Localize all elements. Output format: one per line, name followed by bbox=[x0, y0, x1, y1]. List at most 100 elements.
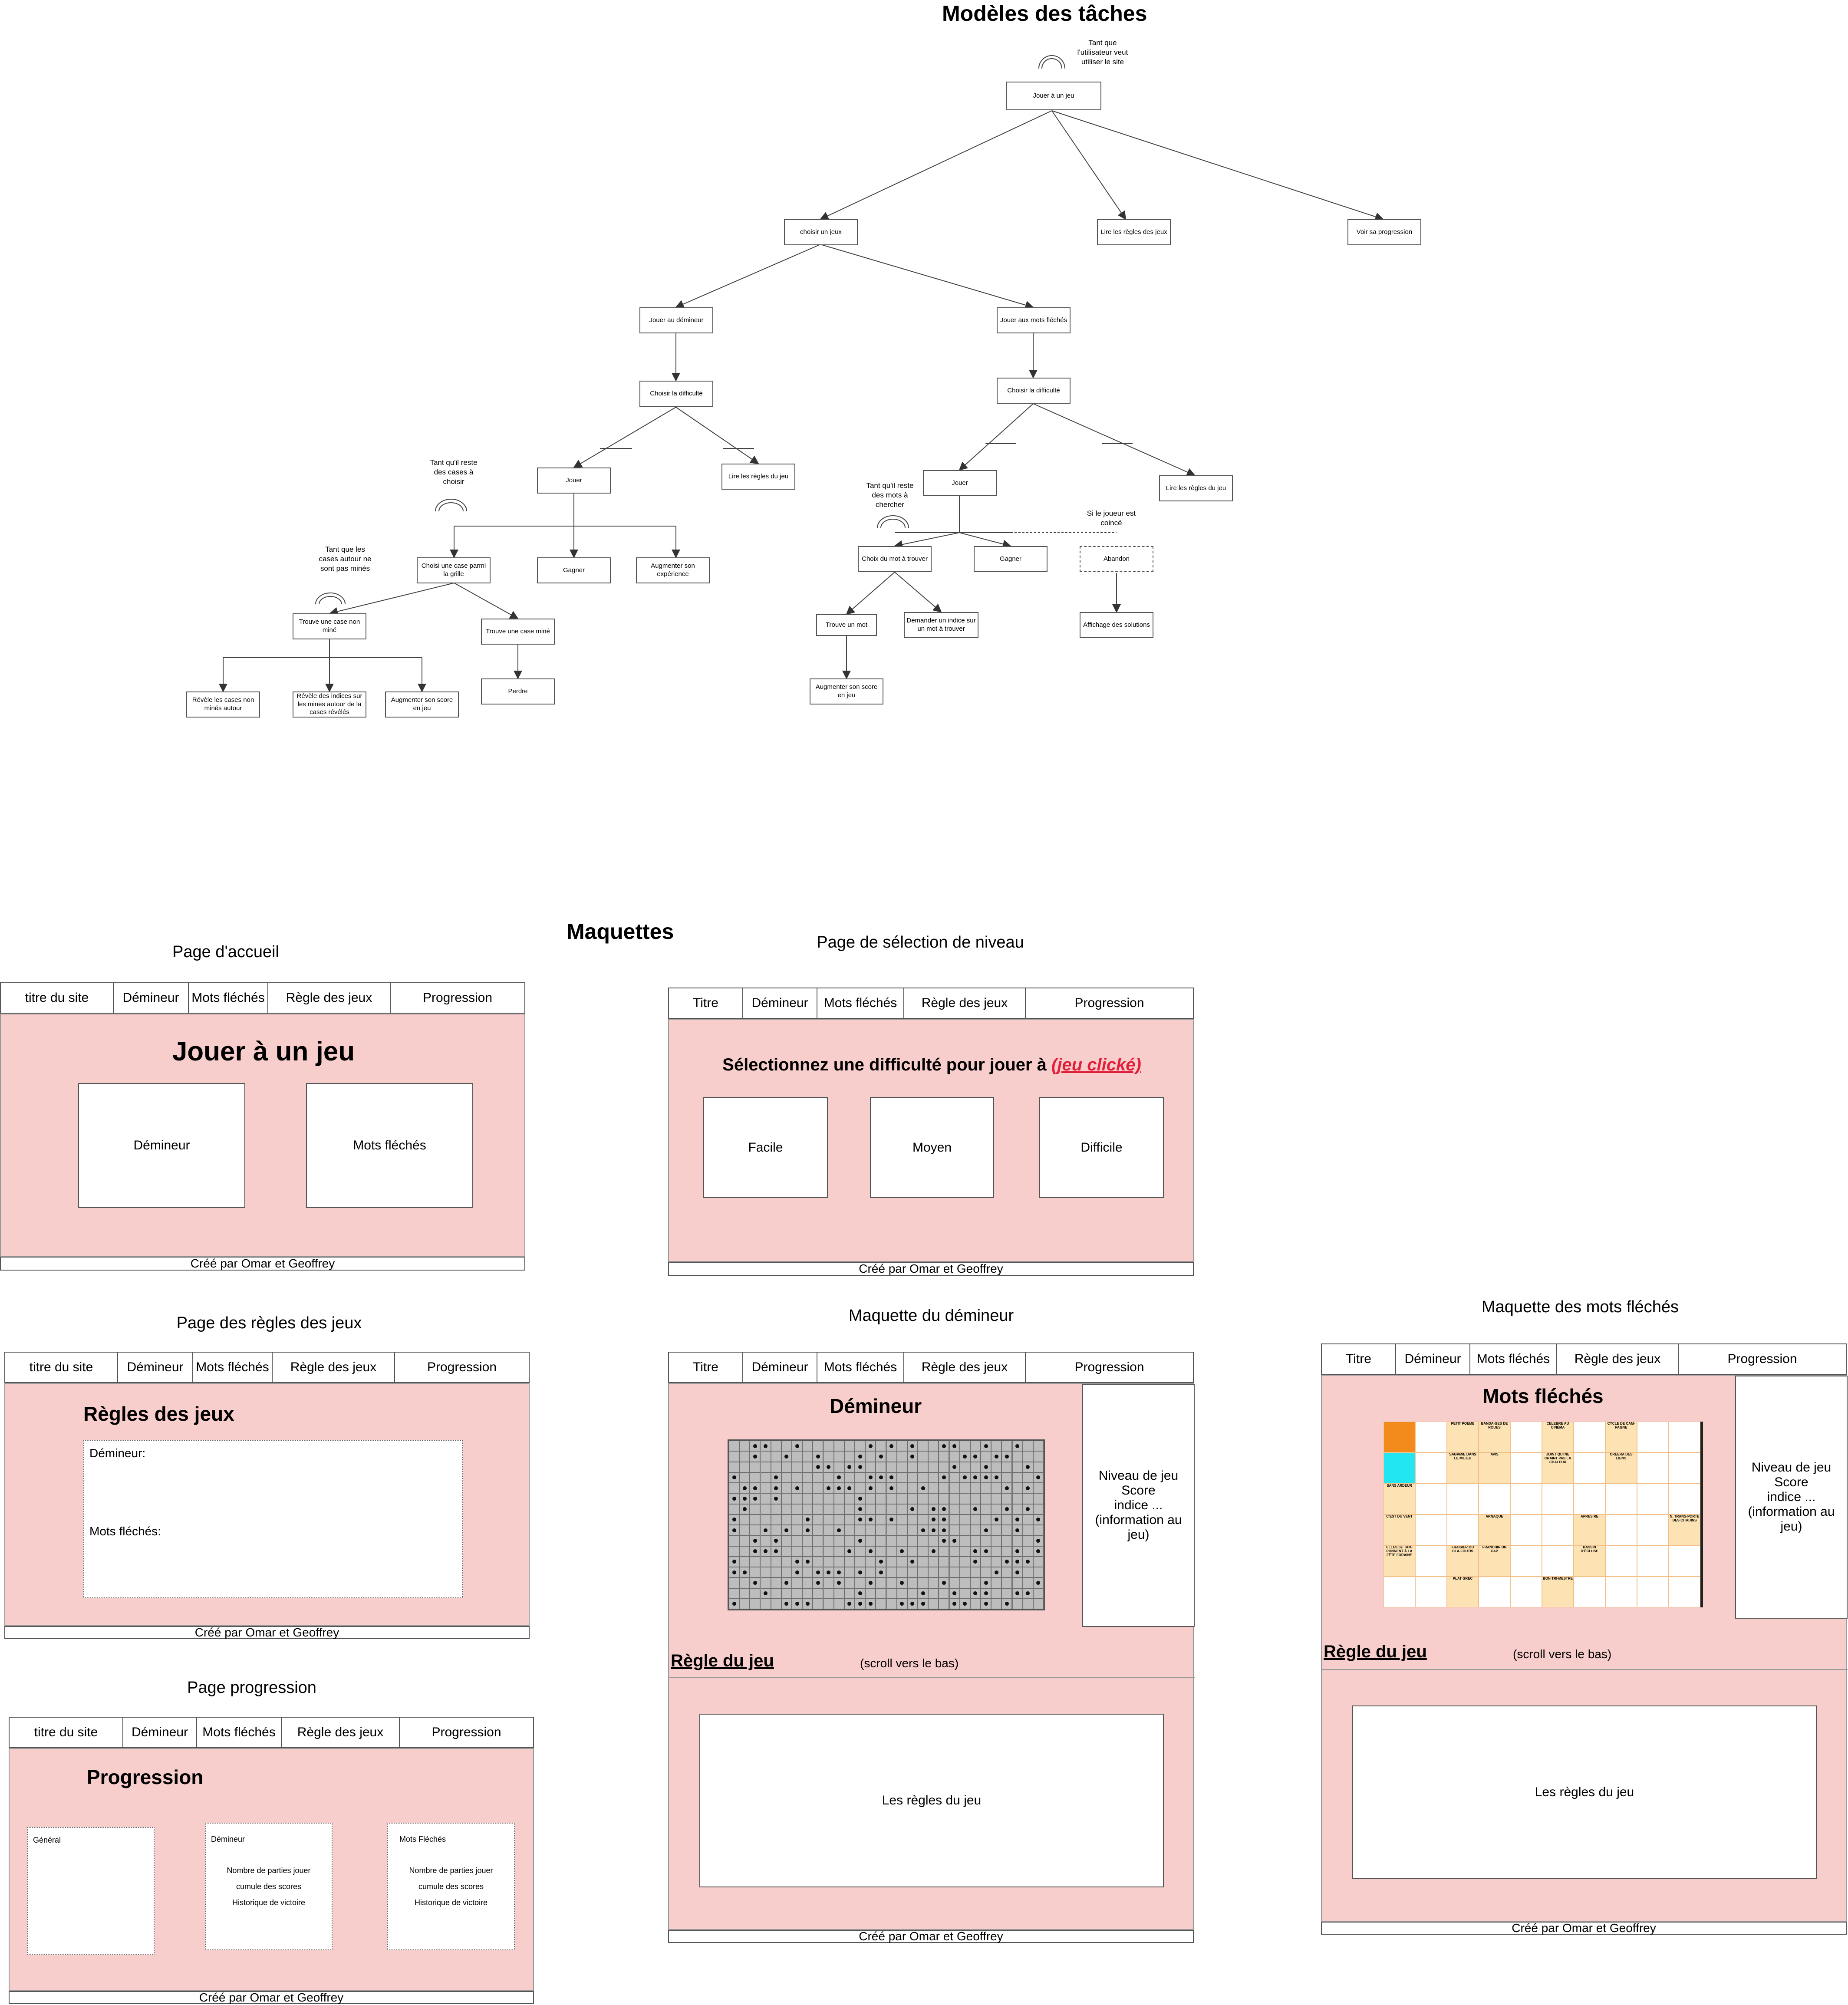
crossword-cell[interactable] bbox=[1384, 1576, 1415, 1607]
mine-cell[interactable] bbox=[855, 1525, 866, 1536]
mine-cell[interactable] bbox=[896, 1577, 907, 1588]
mine-cell[interactable] bbox=[865, 1472, 876, 1483]
mine-cell[interactable] bbox=[981, 1567, 992, 1578]
mine-cell[interactable] bbox=[896, 1493, 907, 1504]
mine-cell[interactable] bbox=[1012, 1588, 1023, 1599]
mine-cell[interactable] bbox=[813, 1588, 824, 1599]
mine-cell[interactable] bbox=[792, 1493, 803, 1504]
crossword-cell[interactable] bbox=[1637, 1483, 1669, 1514]
mine-cell[interactable] bbox=[1001, 1441, 1012, 1452]
mine-cell[interactable] bbox=[886, 1546, 897, 1557]
mine-cell[interactable] bbox=[781, 1588, 792, 1599]
mine-cell[interactable] bbox=[981, 1462, 992, 1472]
mine-cell[interactable] bbox=[802, 1598, 813, 1609]
mine-cell[interactable] bbox=[760, 1598, 771, 1609]
mine-cell[interactable] bbox=[844, 1546, 855, 1557]
nav-progress[interactable]: Progression bbox=[1727, 1352, 1797, 1366]
mine-cell[interactable] bbox=[991, 1483, 1002, 1494]
mine-cell[interactable] bbox=[1012, 1577, 1023, 1588]
mine-cell[interactable] bbox=[981, 1483, 992, 1494]
mine-cell[interactable] bbox=[1022, 1493, 1033, 1504]
mine-cell[interactable] bbox=[928, 1514, 939, 1525]
nav-minesweeper[interactable]: Démineur bbox=[114, 983, 189, 1013]
mine-cell[interactable] bbox=[1022, 1535, 1033, 1546]
mine-cell[interactable] bbox=[833, 1535, 844, 1546]
nav-progress[interactable]: Progression bbox=[1074, 1360, 1144, 1374]
mine-cell[interactable] bbox=[959, 1451, 970, 1462]
mine-cell[interactable] bbox=[771, 1483, 781, 1494]
mine-cell[interactable] bbox=[865, 1504, 876, 1514]
mine-cell[interactable] bbox=[855, 1514, 866, 1525]
crossword-cell[interactable] bbox=[1415, 1576, 1447, 1607]
mine-cell[interactable] bbox=[760, 1577, 771, 1588]
nav-title[interactable]: Titre bbox=[669, 1353, 743, 1382]
mine-cell[interactable] bbox=[792, 1556, 803, 1567]
mine-cell[interactable] bbox=[771, 1598, 781, 1609]
mine-cell[interactable] bbox=[823, 1546, 834, 1557]
mine-cell[interactable] bbox=[1001, 1567, 1012, 1578]
mine-cell[interactable] bbox=[823, 1525, 834, 1536]
mine-cell[interactable] bbox=[981, 1546, 992, 1557]
mine-cell[interactable] bbox=[1022, 1588, 1033, 1599]
mine-cell[interactable] bbox=[876, 1504, 886, 1514]
mine-cell[interactable] bbox=[802, 1483, 813, 1494]
mine-cell[interactable] bbox=[907, 1556, 918, 1567]
mine-cell[interactable] bbox=[1001, 1483, 1012, 1494]
nav-minesweeper[interactable]: Démineur bbox=[743, 1353, 817, 1382]
mine-cell[interactable] bbox=[823, 1556, 834, 1567]
mine-cell[interactable] bbox=[813, 1472, 824, 1483]
mine-cell[interactable] bbox=[949, 1535, 960, 1546]
mine-cell[interactable] bbox=[959, 1441, 970, 1452]
nav-crossword[interactable]: Mots fléchés bbox=[197, 1718, 282, 1747]
mine-cell[interactable] bbox=[760, 1472, 771, 1483]
mine-cell[interactable] bbox=[865, 1598, 876, 1609]
mine-cell[interactable] bbox=[823, 1598, 834, 1609]
mine-cell[interactable] bbox=[970, 1546, 981, 1557]
mine-cell[interactable] bbox=[771, 1588, 781, 1599]
mine-cell[interactable] bbox=[1001, 1472, 1012, 1483]
mine-cell[interactable] bbox=[750, 1598, 761, 1609]
mine-cell[interactable] bbox=[792, 1504, 803, 1514]
mine-cell[interactable] bbox=[939, 1577, 949, 1588]
mine-cell[interactable] bbox=[991, 1451, 1002, 1462]
mine-cell[interactable] bbox=[959, 1493, 970, 1504]
mine-cell[interactable] bbox=[1033, 1546, 1044, 1557]
mine-cell[interactable] bbox=[918, 1577, 929, 1588]
mine-cell[interactable] bbox=[939, 1441, 949, 1452]
mine-cell[interactable] bbox=[981, 1514, 992, 1525]
mine-cell[interactable] bbox=[750, 1462, 761, 1472]
mine-cell[interactable] bbox=[981, 1598, 992, 1609]
mine-cell[interactable] bbox=[813, 1493, 824, 1504]
mine-cell[interactable] bbox=[855, 1577, 866, 1588]
mine-cell[interactable] bbox=[918, 1514, 929, 1525]
mine-cell[interactable] bbox=[907, 1567, 918, 1578]
mine-cell[interactable] bbox=[865, 1546, 876, 1557]
mine-cell[interactable] bbox=[823, 1441, 834, 1452]
mine-cell[interactable] bbox=[750, 1504, 761, 1514]
mine-cell[interactable] bbox=[1001, 1514, 1012, 1525]
crossword-cell[interactable] bbox=[1510, 1483, 1542, 1514]
mine-cell[interactable] bbox=[928, 1598, 939, 1609]
nav-site-title[interactable]: titre du site bbox=[10, 1718, 123, 1747]
mine-cell[interactable] bbox=[907, 1598, 918, 1609]
mine-cell[interactable] bbox=[739, 1525, 750, 1536]
mine-cell[interactable] bbox=[802, 1472, 813, 1483]
mine-cell[interactable] bbox=[1012, 1514, 1023, 1525]
mine-cell[interactable] bbox=[918, 1598, 929, 1609]
mine-cell[interactable] bbox=[886, 1462, 897, 1472]
mine-cell[interactable] bbox=[781, 1514, 792, 1525]
mine-cell[interactable] bbox=[823, 1504, 834, 1514]
mine-cell[interactable] bbox=[1012, 1535, 1023, 1546]
mine-cell[interactable] bbox=[970, 1598, 981, 1609]
mine-cell[interactable] bbox=[813, 1504, 824, 1514]
mine-cell[interactable] bbox=[781, 1535, 792, 1546]
mine-cell[interactable] bbox=[928, 1525, 939, 1536]
mine-cell[interactable] bbox=[981, 1441, 992, 1452]
mine-cell[interactable] bbox=[844, 1493, 855, 1504]
mine-cell[interactable] bbox=[959, 1598, 970, 1609]
mine-cell[interactable] bbox=[813, 1535, 824, 1546]
mine-cell[interactable] bbox=[1022, 1451, 1033, 1462]
mine-cell[interactable] bbox=[928, 1472, 939, 1483]
mine-cell[interactable] bbox=[991, 1525, 1002, 1536]
mine-cell[interactable] bbox=[949, 1588, 960, 1599]
